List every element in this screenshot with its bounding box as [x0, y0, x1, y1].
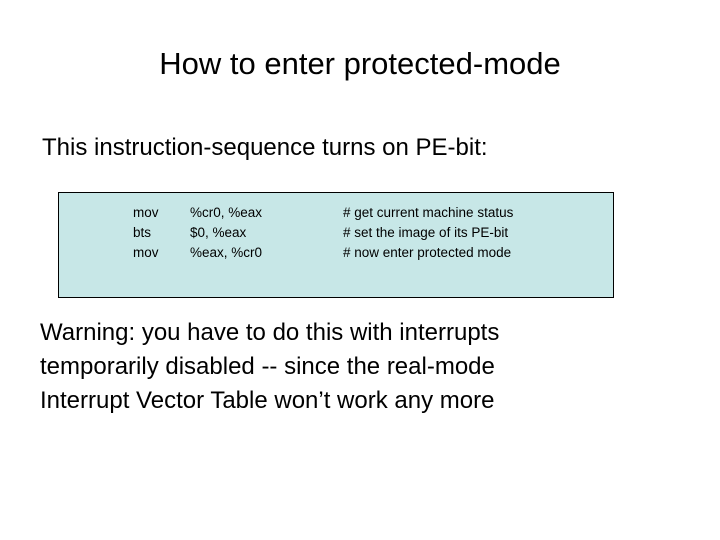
lead-paragraph: This instruction-sequence turns on PE-bi… [42, 134, 488, 161]
code-mnemonic: mov [133, 205, 159, 220]
code-operands: %cr0, %eax [190, 205, 263, 220]
warning-line-2: temporarily disabled -- since the real-m… [40, 353, 495, 380]
code-block: mov %cr0, %eax # get current machine sta… [58, 192, 614, 298]
code-comment: # now enter protected mode [343, 245, 512, 260]
code-comment: # get current machine status [343, 205, 514, 220]
code-comment: # set the image of its PE-bit [343, 225, 509, 240]
code-operands: $0, %eax [190, 225, 247, 240]
warning-paragraph: Warning: you have to do this with interr… [40, 316, 700, 418]
code-operands: %eax, %cr0 [190, 245, 263, 260]
table-row: mov %eax, %cr0 # now enter protected mod… [133, 246, 603, 266]
table-row: bts $0, %eax # set the image of its PE-b… [133, 226, 603, 246]
warning-line-3: Interrupt Vector Table won’t work any mo… [40, 387, 495, 414]
table-row: mov %cr0, %eax # get current machine sta… [133, 206, 603, 226]
page-title: How to enter protected-mode [159, 46, 561, 81]
code-mnemonic: bts [133, 225, 152, 240]
warning-line-1: Warning: you have to do this with interr… [40, 319, 500, 346]
code-table: mov %cr0, %eax # get current machine sta… [133, 206, 603, 266]
code-mnemonic: mov [133, 245, 159, 260]
